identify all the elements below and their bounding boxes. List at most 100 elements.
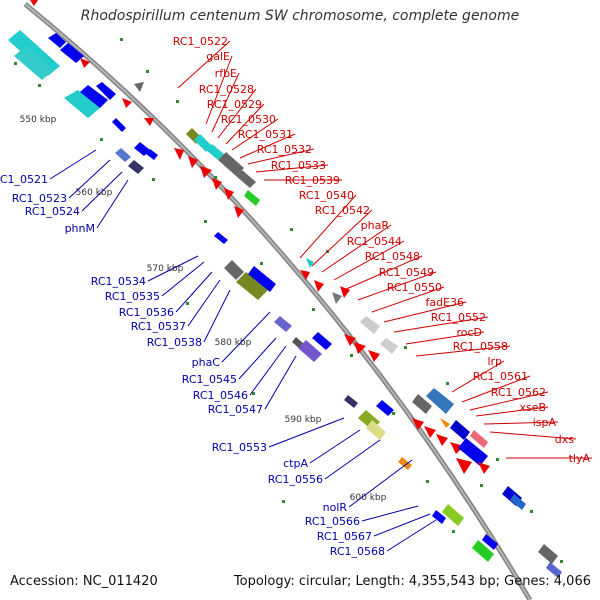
reverse-gene-leader — [311, 209, 373, 267]
reverse-gene-label[interactable]: RC1_0549 — [379, 266, 434, 279]
reverse-gene-label[interactable]: RC1_0548 — [365, 250, 420, 263]
reverse-gene-leader — [211, 72, 240, 133]
forward-gene-label[interactable]: nolR — [323, 501, 348, 514]
reverse-gene-leader — [469, 391, 549, 411]
reverse-gene-label[interactable]: rocD — [456, 326, 482, 339]
reverse-gene-leader — [383, 301, 467, 323]
forward-gene-labels: RC1_0521RC1_0523RC1_0524phnMRC1_0534RC1_… — [0, 149, 437, 558]
reverse-gene-label[interactable]: RC1_0558 — [453, 340, 508, 353]
forward-gene-leader — [68, 159, 111, 199]
reverse-gene-leader — [475, 406, 549, 417]
forward-gene-leader — [161, 261, 205, 297]
forward-gene-label[interactable]: RC1_0523 — [12, 192, 67, 205]
reverse-gene-leader — [205, 55, 233, 125]
reverse-gene-label[interactable]: RC1_0539 — [285, 174, 340, 187]
forward-gene-label[interactable]: RC1_0547 — [208, 403, 263, 416]
reverse-gene-label[interactable]: RC1_0540 — [299, 189, 354, 202]
reverse-gene-label[interactable]: RC1_0533 — [271, 159, 326, 172]
forward-gene-leader — [96, 179, 129, 229]
forward-gene-label[interactable]: RC1_0567 — [317, 530, 372, 543]
reverse-gene-label[interactable]: tlyA — [569, 452, 591, 465]
reverse-gene-label[interactable]: RC1_0550 — [387, 281, 442, 294]
reverse-gene-label[interactable]: ispA — [533, 416, 557, 429]
forward-gene-leader — [249, 345, 287, 396]
reverse-gene-label[interactable]: RC1_0544 — [347, 235, 402, 248]
reverse-gene-leader — [225, 103, 265, 145]
reverse-gene-label[interactable]: RC1_0529 — [207, 98, 262, 111]
reverse-gene-leader — [333, 240, 405, 281]
forward-gene-label[interactable]: RC1_0537 — [131, 320, 186, 333]
forward-strand-features — [8, 30, 498, 562]
reverse-gene-label[interactable]: lrp — [487, 355, 502, 368]
forward-gene-leader — [324, 439, 381, 480]
reverse-gene-label[interactable]: fadE36 — [425, 296, 464, 309]
reverse-gene-label[interactable]: dxs — [555, 433, 574, 446]
reverse-gene-leader — [489, 431, 577, 440]
reverse-gene-leader — [371, 286, 445, 313]
forward-gene-leader — [373, 513, 431, 537]
forward-gene-label[interactable]: phaC — [192, 356, 221, 369]
forward-gene-label[interactable]: RC1_0553 — [212, 441, 267, 454]
map-title: Rhodospirillum centenum SW chromosome, c… — [80, 8, 520, 24]
reverse-gene-label[interactable]: RC1_0530 — [221, 113, 276, 126]
scale-label: 590 kbp — [285, 415, 322, 425]
reverse-gene-leader — [461, 375, 531, 403]
forward-gene-label[interactable]: RC1_0521 — [0, 173, 48, 186]
forward-gene-leader — [147, 255, 199, 282]
reverse-gene-label[interactable]: RC1_0552 — [431, 311, 486, 324]
reverse-gene-label[interactable]: galE — [206, 50, 230, 63]
forward-gene-label[interactable]: RC1_0538 — [147, 336, 202, 349]
forward-gene-leader — [81, 171, 123, 212]
reverse-gene-leader — [451, 360, 505, 393]
reverse-gene-labels: RC1_0522 galE rfbE RC1_0528RC1_0529RC1_0530… — [173, 35, 592, 465]
reverse-gene-label[interactable]: RC1_0531 — [238, 128, 293, 141]
reverse-gene-leader — [321, 224, 392, 273]
forward-gene-label[interactable]: RC1_0566 — [305, 515, 360, 528]
forward-gene-leader — [238, 337, 277, 380]
reverse-gene-leader — [231, 118, 279, 151]
genome-summary: Topology: circular; Length: 4,355,543 bp… — [233, 574, 591, 589]
forward-gene-leader — [187, 279, 221, 327]
reverse-gene-leader — [217, 88, 257, 139]
reverse-gene-leader — [299, 194, 357, 259]
reverse-strand-features — [30, 0, 562, 578]
forward-gene-label[interactable]: RC1_0545 — [182, 373, 237, 386]
forward-gene-label[interactable]: RC1_0536 — [119, 306, 174, 319]
reverse-gene-label[interactable]: RC1_0528 — [199, 83, 254, 96]
reverse-gene-label[interactable]: RC1_0542 — [315, 204, 370, 217]
forward-gene-leader — [49, 149, 97, 180]
forward-gene-leader — [268, 417, 345, 448]
reverse-gene-label[interactable]: RC1_0562 — [491, 386, 546, 399]
forward-gene-label[interactable]: RC1_0524 — [25, 205, 80, 218]
reverse-gene-label[interactable]: phaR — [361, 219, 390, 232]
reverse-gene-leader — [483, 421, 559, 425]
reverse-gene-leader — [255, 164, 329, 173]
reverse-gene-label[interactable]: rfbE — [215, 67, 237, 80]
reverse-gene-leader — [343, 255, 423, 291]
scale-label: 600 kbp — [350, 493, 387, 503]
reverse-gene-leader — [415, 345, 511, 357]
scale-label: 560 kbp — [76, 188, 113, 198]
reverse-gene-label[interactable]: RC1_0561 — [473, 370, 528, 383]
reverse-gene-leader — [393, 316, 489, 333]
forward-gene-label[interactable]: RC1_0535 — [105, 290, 160, 303]
forward-gene-label[interactable]: RC1_0546 — [193, 389, 248, 402]
forward-gene-label[interactable]: RC1_0556 — [268, 473, 323, 486]
reverse-gene-label[interactable]: RC1_0532 — [257, 143, 312, 156]
reverse-gene-label[interactable]: RC1_0522 — [173, 35, 228, 48]
reverse-gene-leader — [247, 148, 315, 165]
forward-gene-label[interactable]: RC1_0534 — [91, 275, 146, 288]
scale-label: 550 kbp — [20, 115, 57, 125]
reverse-gene-label[interactable]: xseB — [519, 401, 546, 414]
reverse-gene-leader — [239, 133, 296, 159]
forward-gene-label[interactable]: phnM — [65, 222, 95, 235]
forward-gene-leader — [175, 271, 213, 313]
forward-gene-label[interactable]: RC1_0568 — [330, 545, 385, 558]
forward-gene-leader — [221, 311, 271, 363]
scale-label: 580 kbp — [215, 338, 252, 348]
forward-gene-leader — [309, 429, 361, 464]
forward-gene-label[interactable]: ctpA — [283, 457, 308, 470]
accession-label: Accession: NC_011420 — [10, 574, 158, 589]
forward-gene-leader — [264, 355, 297, 410]
